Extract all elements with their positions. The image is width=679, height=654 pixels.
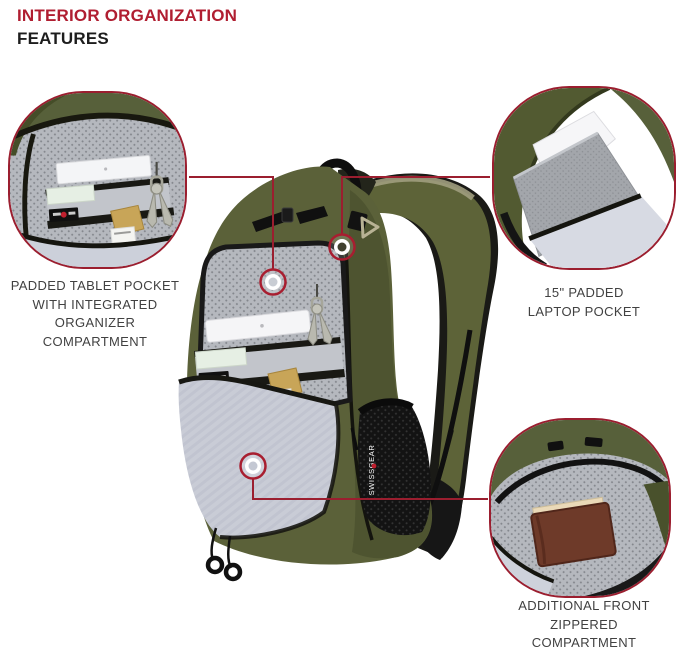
title-line-1: INTERIOR ORGANIZATION [17, 6, 238, 25]
tablet-pocket-left-trim [22, 133, 36, 242]
mint-card-closeup [46, 184, 96, 206]
organizer-band-closeup-2 [47, 207, 175, 229]
brand-logo-text: SWISSGEAR [367, 445, 376, 496]
side-mesh-pocket-band [357, 398, 414, 415]
title-line-2: FEATURES [17, 29, 109, 48]
callout-front-compartment [489, 418, 671, 598]
feature-label-front-compartment: ADDITIONAL FRONT ZIPPERED COMPARTMENT [491, 597, 677, 653]
zipper-slider-1 [547, 440, 564, 452]
laptop-pocket-flap [529, 195, 674, 268]
tablet-pocket-trim [10, 112, 185, 141]
brand-patch-closeup [48, 207, 79, 222]
top-strap-2 [296, 206, 328, 224]
feature-label-line: ADDITIONAL FRONT [518, 598, 650, 613]
page-title: INTERIOR ORGANIZATION FEATURES [17, 4, 237, 50]
flap-closeup [10, 230, 185, 267]
front-flap-trim-right [219, 403, 341, 540]
zipper-slider-2 [584, 437, 603, 447]
shoulder-strap [356, 178, 491, 545]
top-strap-buckle [281, 207, 294, 223]
tablet-closeup [55, 155, 152, 185]
tablet-pocket-top-band [10, 93, 185, 137]
feature-label-line: ORGANIZER [54, 315, 136, 330]
mint-card [194, 347, 248, 370]
laptop-pocket-flap-trim [528, 193, 642, 241]
tablet [204, 309, 312, 343]
zipper-pull-side [350, 427, 359, 451]
brand-logo-dot [371, 463, 377, 469]
feature-label-line: PADDED TABLET POCKET [10, 278, 180, 293]
callout-tablet-pocket [8, 91, 187, 269]
feature-label-line: COMPARTMENT [531, 635, 637, 650]
front-flap [178, 377, 339, 538]
zipper-loop-1 [205, 555, 225, 575]
laptop-pocket-left-fabric [494, 88, 610, 268]
front-pocket-zipper [494, 458, 668, 505]
feature-label-line: WITH INTEGRATED [32, 296, 158, 312]
notebook [530, 496, 617, 568]
front-pocket-flap-trim [491, 536, 555, 584]
feature-label-line: LAPTOP POCKET [527, 303, 641, 319]
feature-label-laptop-pocket: 15" PADDED LAPTOP POCKET [491, 284, 677, 321]
callout-laptop-pocket [492, 86, 676, 270]
feature-label-line: 15" PADDED [544, 285, 624, 300]
feature-label-line: COMPARTMENT [42, 333, 148, 349]
side-mesh-pocket [358, 401, 431, 536]
front-pocket-right-fabric [643, 480, 669, 557]
zipper-loop-2 [223, 562, 243, 582]
flap-trim-closeup [10, 229, 185, 249]
front-pocket-top-fabric [491, 420, 669, 497]
feature-label-line: ZIPPERED [550, 616, 618, 632]
front-flap-trim-top [178, 375, 337, 407]
padded-divider-edge [512, 131, 599, 180]
feature-label-tablet-pocket: PADDED TABLET POCKET WITH INTEGRATED ORG… [0, 277, 190, 351]
